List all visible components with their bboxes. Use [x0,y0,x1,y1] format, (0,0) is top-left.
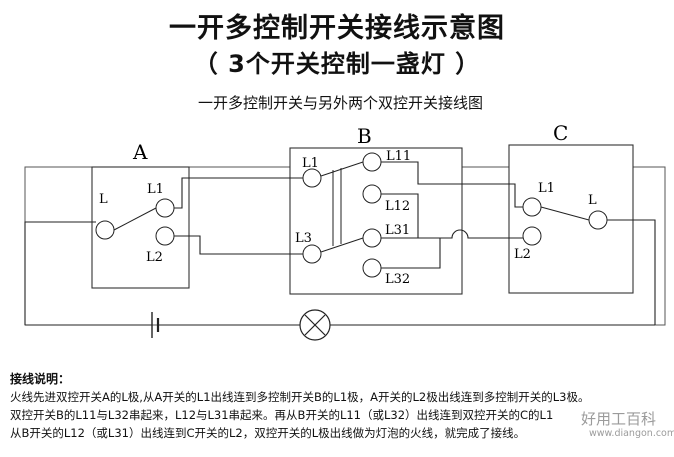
watermark-url: www.diangon.com [588,428,674,439]
switch-a-terminal-l1 [155,198,175,218]
wire-b-l11-to-c-l1 [381,161,523,208]
wires [24,161,656,338]
switch-c-label-l1: L1 [538,181,555,196]
switch-c-terminal-l1 [522,197,542,217]
switch-b-label-l32: L32 [385,272,410,287]
switch-b-label-l3: L3 [295,231,312,246]
description-heading: 接线说明： [10,372,71,386]
switch-b-label-l11: L11 [386,149,411,164]
switch-c-label-l2: L2 [514,247,531,262]
switch-b-label-l31: L31 [385,223,410,238]
wire-c-l-out [607,219,656,325]
title-line-1: 一开多控制开关接线示意图 [169,13,505,44]
switch-b-blade-upper [320,161,364,177]
switch-a: A L L1 L2 [91,140,190,289]
switch-a-label-l1: L1 [147,182,164,197]
watermark: 好用工百科 www.diangon.com [580,408,674,439]
wire-live-in [24,221,96,325]
switch-b-terminal-l31 [362,228,382,248]
switch-c: C L1 L L2 [508,121,634,294]
switch-a-label: A [132,140,148,164]
switch-a-label-l: L [99,192,108,207]
switch-c-terminal-l [588,210,608,230]
switch-b-terminal-l12 [362,184,382,204]
description-line: 从B开关的L12（或L31）出线连到C开关的L2，双控开关的L极出线做为灯泡的火… [10,426,526,440]
description-line: 双控开关B的L11与L32串起来，L12与L31串起来。再从B开关的L11（或L… [10,408,554,422]
wire-a-l2-to-b-l3 [174,235,303,255]
switch-b-label-l12: L12 [385,199,410,214]
description: 接线说明： 火线先进双控开关A的L极,从A开关的L1出线连到多控制开关B的L1极… [10,370,670,442]
title-line-2: （ 3个开关控制一盏灯 ） [193,50,481,78]
description-line: 火线先进双控开关A的L极,从A开关的L1出线连到多控制开关B的L1极，A开关的L… [10,390,590,404]
switch-b-terminal-l32 [362,258,382,278]
switch-a-label-l2: L2 [146,250,163,265]
wire-b-l31-to-c-l2 [381,229,523,239]
switch-a-blade [113,207,157,231]
subtitle: 一开多控制开关与另外两个双控开关接线图 [198,94,484,112]
switch-b-blade-lower [320,237,364,253]
switch-b-label-l1: L1 [302,156,319,171]
switch-b-terminal-l11 [362,152,382,172]
switch-c-label: C [553,121,568,145]
switch-b-terminal-l1 [302,168,322,188]
switch-c-label-l: L [588,193,597,208]
switch-b-label: B [357,124,372,148]
switch-c-terminal-l2 [522,226,542,246]
lamp-cross-2 [304,314,326,336]
watermark-text: 好用工百科 [580,410,656,428]
lamp [299,309,331,341]
switch-c-box [508,144,634,294]
switch-b: B L1 L11 L12 L3 L31 L32 [289,124,463,295]
switch-c-blade [540,206,590,221]
switch-a-terminal-l2 [155,226,175,246]
switch-a-terminal-l [95,220,115,240]
wire-a-l1-to-b-l1 [174,177,303,209]
switch-b-terminal-l3 [302,244,322,264]
